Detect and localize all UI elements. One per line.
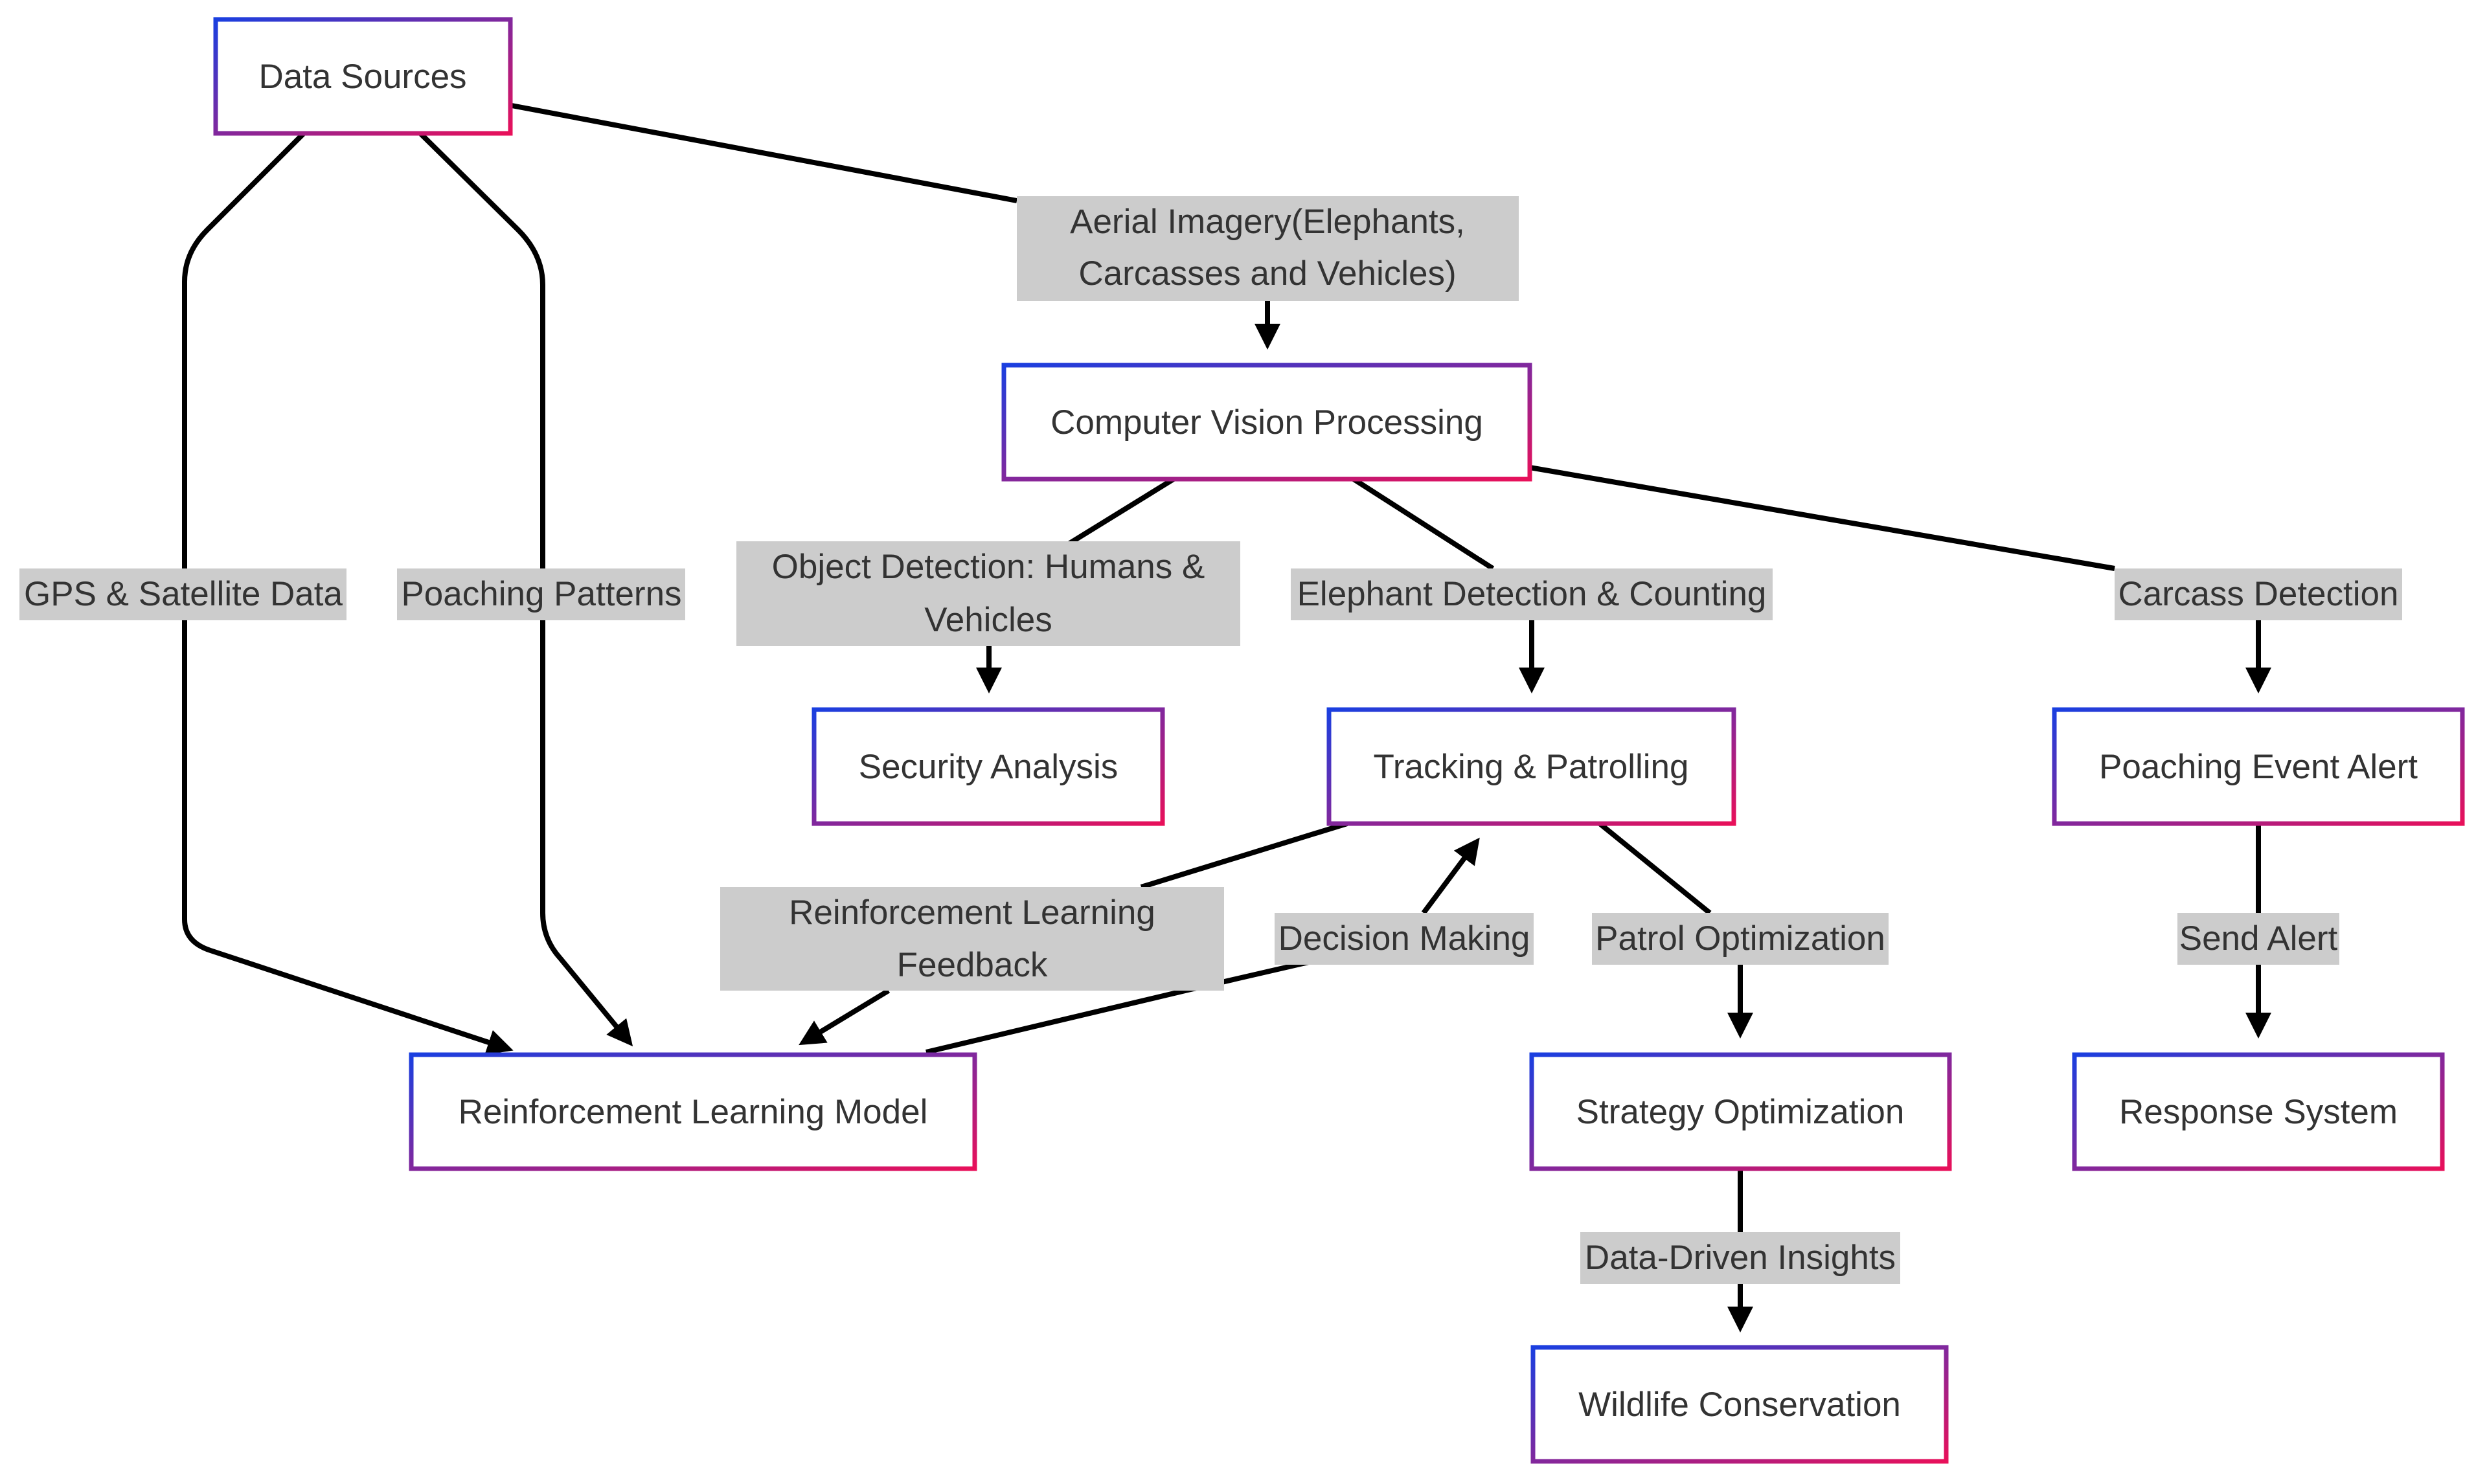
- node-security-analysis[interactable]: Security Analysis: [812, 707, 1165, 826]
- nodes: Data Sources Computer Vision Processing …: [213, 17, 2465, 1464]
- label-rl-feedback: Reinforcement Learning Feedback: [720, 887, 1224, 991]
- edge-carcass-detection: [1529, 465, 2258, 688]
- svg-text:Elephant Detection & Counting: Elephant Detection & Counting: [1297, 575, 1767, 613]
- svg-text:GPS & Satellite Data: GPS & Satellite Data: [24, 575, 343, 613]
- svg-text:Data Sources: Data Sources: [258, 58, 466, 96]
- svg-text:Tracking & Patrolling: Tracking & Patrolling: [1373, 748, 1688, 786]
- svg-text:Reinforcement Learning: Reinforcement Learning: [789, 894, 1155, 932]
- edge-elephant-detection: [1352, 477, 1532, 688]
- svg-text:Object Detection: Humans &: Object Detection: Humans &: [772, 548, 1205, 586]
- edges: [182, 103, 2258, 1327]
- label-data-insights: Data-Driven Insights: [1580, 1232, 1900, 1284]
- label-carcass-detection: Carcass Detection: [2115, 568, 2402, 620]
- label-aerial-imagery: Aerial Imagery(Elephants, Carcasses and …: [1017, 196, 1519, 301]
- svg-text:Send Alert: Send Alert: [2179, 919, 2338, 958]
- svg-text:Strategy Optimization: Strategy Optimization: [1576, 1093, 1905, 1131]
- node-response-system[interactable]: Response System: [2072, 1052, 2445, 1171]
- edge-aerial-imagery: [511, 103, 1267, 344]
- label-object-detection: Object Detection: Humans & Vehicles: [736, 541, 1240, 646]
- edge-patrol-optimization: [1598, 821, 1740, 1033]
- svg-text:Carcasses and Vehicles): Carcasses and Vehicles): [1078, 254, 1456, 293]
- label-patrol-optimization: Patrol Optimization: [1592, 913, 1889, 965]
- svg-text:Patrol Optimization: Patrol Optimization: [1595, 919, 1885, 958]
- label-poaching-patterns: Poaching Patterns: [397, 568, 685, 620]
- edge-gps-satellite: [182, 132, 514, 1055]
- edge-rl-feedback: [803, 821, 1348, 1042]
- svg-text:Vehicles: Vehicles: [924, 601, 1052, 639]
- svg-text:Aerial Imagery(Elephants,: Aerial Imagery(Elephants,: [1070, 203, 1465, 241]
- svg-text:Security Analysis: Security Analysis: [859, 748, 1119, 786]
- node-wildlife-conservation[interactable]: Wildlife Conservation: [1530, 1345, 1949, 1464]
- node-tracking-patrolling[interactable]: Tracking & Patrolling: [1326, 707, 1736, 826]
- svg-text:Computer Vision Processing: Computer Vision Processing: [1050, 403, 1483, 442]
- node-data-sources[interactable]: Data Sources: [213, 17, 513, 136]
- label-decision-making: Decision Making: [1275, 913, 1534, 965]
- node-reinforcement-learning-model[interactable]: Reinforcement Learning Model: [409, 1052, 977, 1171]
- svg-text:Carcass Detection: Carcass Detection: [2118, 575, 2398, 613]
- svg-text:Data-Driven Insights: Data-Driven Insights: [1585, 1239, 1896, 1277]
- edge-labels: Aerial Imagery(Elephants, Carcasses and …: [19, 196, 2402, 1284]
- label-send-alert: Send Alert: [2177, 913, 2339, 965]
- label-gps-satellite: GPS & Satellite Data: [19, 568, 346, 620]
- svg-text:Poaching Patterns: Poaching Patterns: [401, 575, 681, 613]
- svg-text:Response System: Response System: [2119, 1093, 2398, 1131]
- svg-text:Wildlife Conservation: Wildlife Conservation: [1578, 1386, 1901, 1424]
- label-elephant-detection: Elephant Detection & Counting: [1291, 568, 1773, 620]
- edge-poaching-patterns: [419, 132, 633, 1047]
- edge-object-detection: [989, 477, 1175, 688]
- node-poaching-event-alert[interactable]: Poaching Event Alert: [2052, 707, 2465, 826]
- svg-text:Poaching Event Alert: Poaching Event Alert: [2099, 748, 2418, 786]
- svg-text:Decision Making: Decision Making: [1278, 919, 1530, 958]
- node-computer-vision-processing[interactable]: Computer Vision Processing: [1001, 363, 1532, 482]
- svg-text:Reinforcement Learning Model: Reinforcement Learning Model: [459, 1093, 928, 1131]
- node-strategy-optimization[interactable]: Strategy Optimization: [1529, 1052, 1952, 1171]
- svg-text:Feedback: Feedback: [897, 946, 1048, 984]
